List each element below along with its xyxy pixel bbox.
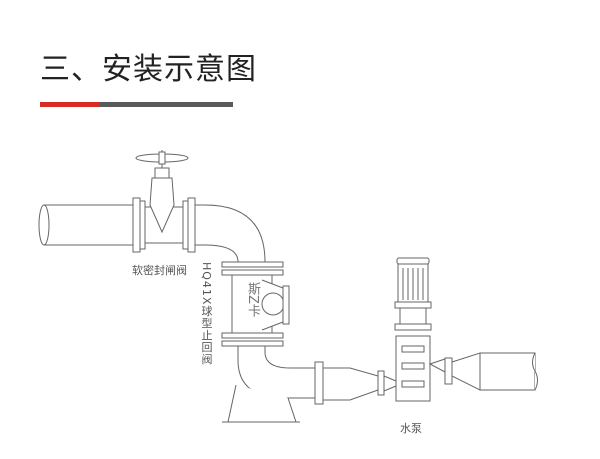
inlet-pipe bbox=[38, 204, 135, 246]
upper-elbow-pipe bbox=[194, 204, 266, 263]
check-valve bbox=[221, 261, 290, 347]
suction-reducer bbox=[314, 361, 397, 405]
check-valve-label: HQ41X球型止回阀 bbox=[200, 262, 213, 366]
water-pump bbox=[394, 257, 432, 402]
gate-valve-label: 软密封闸阀 bbox=[132, 264, 187, 277]
title-underline-accent bbox=[40, 102, 100, 107]
watermark: 斯Z卡 bbox=[245, 282, 260, 317]
gate-valve bbox=[132, 150, 196, 253]
page-title: 三、安装示意图 bbox=[40, 52, 257, 87]
discharge-pipe bbox=[428, 352, 538, 391]
lower-elbow-pipe bbox=[222, 345, 317, 423]
pump-label: 水泵 bbox=[400, 422, 422, 435]
title-underline bbox=[100, 102, 233, 107]
